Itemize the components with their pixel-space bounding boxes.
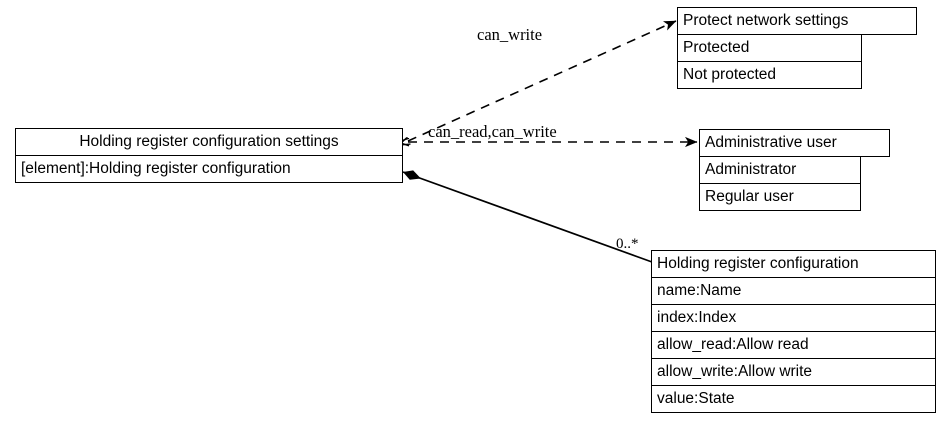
class-attribute-regular-user: Regular user xyxy=(699,183,861,211)
class-administrative-user[interactable]: Administrative user Administrator Regula… xyxy=(699,129,890,216)
edge-can-write xyxy=(408,20,676,141)
class-header-administrative-user: Administrative user xyxy=(699,129,890,157)
class-attribute-element-holding-register-configuration: [element]:Holding register configuration xyxy=(15,155,403,183)
class-attribute-index: index:Index xyxy=(651,304,936,332)
class-holding-register-configuration-settings[interactable]: Holding register configuration settings … xyxy=(15,128,403,188)
class-attribute-allow-write: allow_write:Allow write xyxy=(651,358,936,386)
class-attribute-protected: Protected xyxy=(677,34,862,62)
class-header-holding-register-configuration: Holding register configuration xyxy=(651,250,936,278)
edge-label-composition-multiplicity: 0..* xyxy=(616,236,639,252)
class-attribute-name: name:Name xyxy=(651,277,936,305)
edge-label-can-read-can-write: can_read,can_write xyxy=(428,122,557,141)
class-attribute-not-protected: Not protected xyxy=(677,61,862,89)
class-attribute-allow-read: allow_read:Allow read xyxy=(651,331,936,359)
edge-composition xyxy=(402,170,653,263)
class-header-protect-network-settings: Protect network settings xyxy=(677,7,917,35)
class-attribute-administrator: Administrator xyxy=(699,156,861,184)
class-protect-network-settings[interactable]: Protect network settings Protected Not p… xyxy=(677,7,917,94)
class-holding-register-configuration[interactable]: Holding register configuration name:Name… xyxy=(651,250,936,418)
class-attribute-value: value:State xyxy=(651,385,936,413)
edge-label-can-write: can_write xyxy=(477,25,543,44)
class-header-holding-register-configuration-settings: Holding register configuration settings xyxy=(15,128,403,156)
